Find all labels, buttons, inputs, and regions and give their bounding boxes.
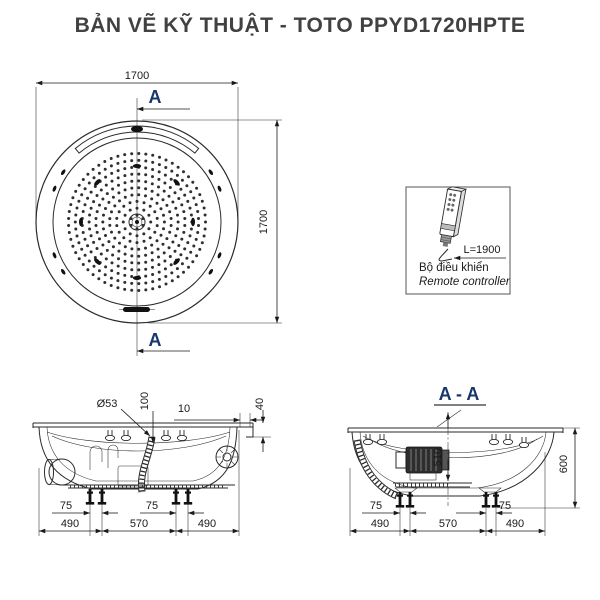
remote-cable	[438, 248, 453, 262]
dim-label-490L: 490	[371, 518, 389, 530]
tub-inner-wall	[46, 426, 231, 482]
base-frame	[393, 482, 472, 488]
headrest-slot	[74, 125, 200, 154]
extension-lines	[38, 430, 240, 536]
dim-drain-dia: Ø53	[97, 398, 151, 437]
pump-motor	[395, 446, 450, 481]
page-title: BẢN VẼ KỸ THUẬT - TOTO PPYD1720HPTE	[74, 14, 526, 37]
foot-bolt	[171, 489, 181, 505]
dim-label-75R: 75	[146, 500, 158, 512]
tub-inner-rim	[52, 137, 222, 307]
dim-label-75L: 75	[370, 500, 382, 512]
basin-curves	[362, 435, 544, 459]
dim-label-510: 510	[432, 448, 444, 466]
dim-label-1700-top: 1700	[125, 70, 149, 82]
section-mark-top: A	[137, 87, 190, 112]
dim-label-10: 10	[178, 403, 190, 415]
jet	[376, 433, 388, 446]
perforation-dots	[67, 152, 207, 292]
top-fitting	[131, 125, 143, 133]
drain-hose	[137, 436, 156, 493]
jet	[488, 433, 500, 446]
section-mark-bottom: A	[137, 330, 190, 354]
dim-label-40: 40	[254, 398, 266, 410]
dim-top-width: 1700	[35, 70, 239, 224]
jet	[160, 429, 172, 442]
jet	[104, 429, 116, 442]
section-letter-top: A	[149, 87, 162, 107]
dim-label-490R: 490	[198, 518, 216, 530]
pipes	[89, 444, 119, 470]
dim-label-570: 570	[439, 518, 457, 530]
center-drain	[128, 213, 146, 231]
dim-label-75R: 75	[499, 500, 511, 512]
jet	[176, 429, 188, 442]
dim-label-490L: 490	[61, 518, 79, 530]
foot-bolt	[85, 489, 95, 505]
side-motor	[215, 445, 239, 469]
remote-device	[439, 186, 468, 247]
jet	[362, 433, 374, 446]
basin-curves	[46, 431, 231, 452]
jet	[502, 433, 514, 446]
dim-10: 10	[174, 403, 262, 427]
overflow-bar	[119, 307, 155, 312]
dim-100: 100	[139, 392, 156, 443]
section-bottom-dims: 75 75 490 570 490	[349, 452, 546, 536]
dim-510: 510	[432, 409, 462, 506]
cable-length-label: L=1900	[463, 244, 500, 256]
dim-40: 40	[248, 398, 271, 452]
section-title: A - A	[439, 384, 480, 404]
side-view: Ø53 100 10 40	[32, 392, 271, 536]
section-view: A - A	[347, 384, 580, 536]
dim-label-100: 100	[139, 392, 151, 410]
dim-label-d53: Ø53	[97, 398, 118, 410]
jet	[518, 436, 530, 449]
deck-lines	[347, 427, 564, 433]
dim-600: 600	[500, 427, 580, 509]
jet	[120, 429, 132, 442]
side-bottom-dims: 75 75 490 570 490	[38, 430, 240, 536]
foot-bolt	[405, 492, 415, 508]
dim-label-75L: 75	[60, 500, 72, 512]
deck-lines	[32, 422, 254, 438]
control-box	[117, 465, 149, 487]
tub-inner-wall	[359, 431, 547, 489]
remote-label-en: Remote controller	[419, 276, 511, 288]
remote-label-vi: Bộ điều khiển	[419, 262, 489, 274]
dim-label-1700-side: 1700	[258, 210, 270, 234]
section-letter-bottom: A	[149, 330, 162, 350]
dim-label-600: 600	[558, 455, 570, 473]
remote-controller-box: L=1900 Bộ điều khiển Remote controller	[405, 186, 511, 295]
dim-label-490R: 490	[506, 518, 524, 530]
top-view: 1700 1700 A A	[35, 70, 282, 356]
dim-label-570: 570	[130, 518, 148, 530]
tub-outer-wall	[38, 426, 238, 490]
extension-lines	[349, 452, 546, 536]
foot-bolt	[97, 489, 107, 505]
rim-jets	[52, 169, 222, 275]
drain-hose	[353, 439, 399, 500]
dim-top-height: 1700	[142, 119, 282, 324]
basin-jets	[79, 164, 195, 280]
foot-bolt	[183, 489, 193, 505]
